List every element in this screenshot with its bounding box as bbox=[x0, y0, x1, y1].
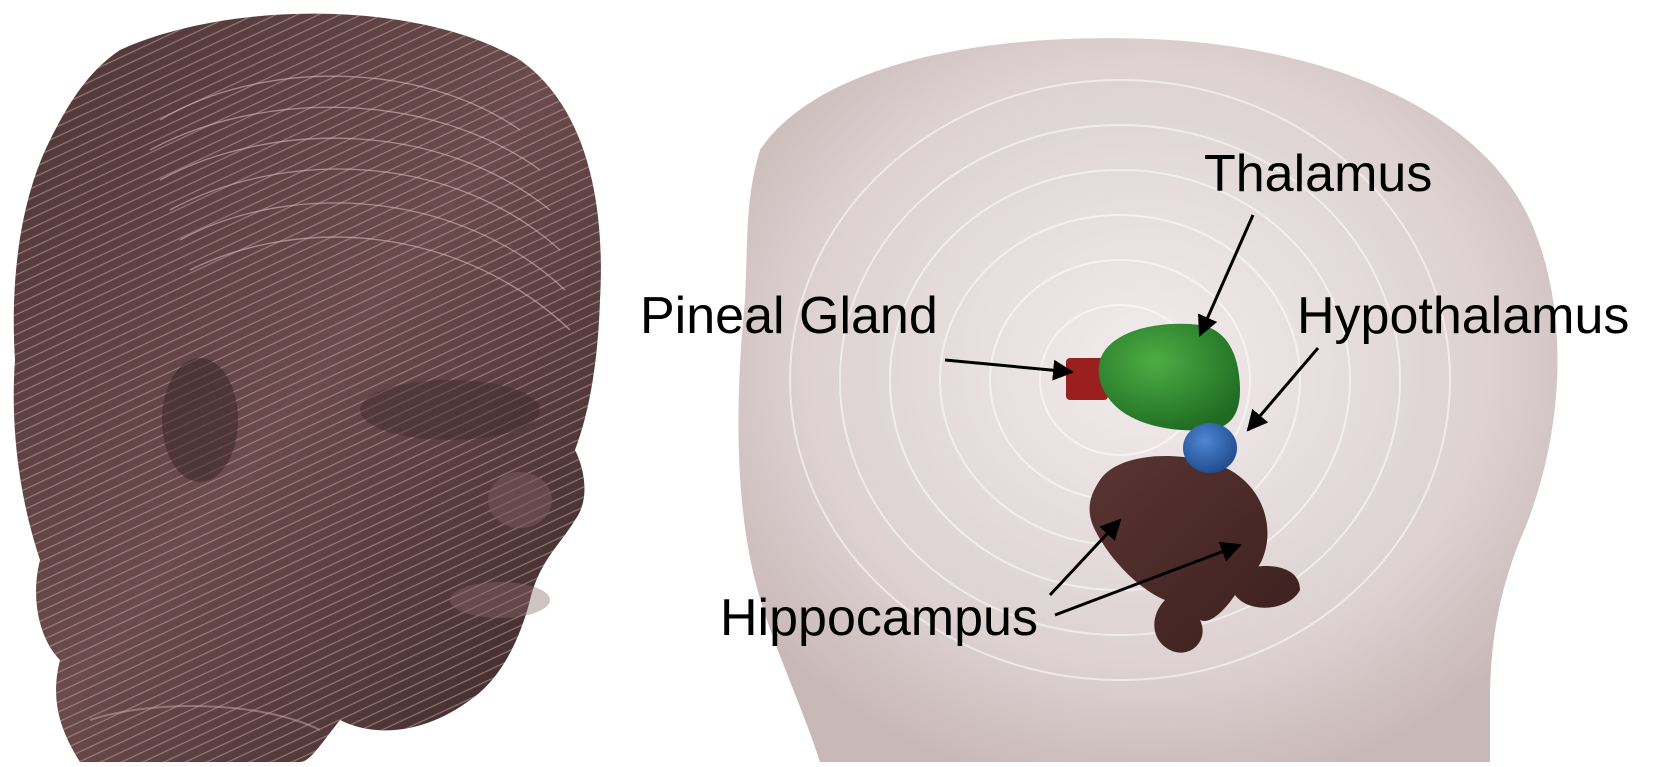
pineal-gland-label: Pineal Gland bbox=[640, 290, 938, 342]
thalamus-label: Thalamus bbox=[1204, 148, 1432, 200]
infant-head-model bbox=[14, 14, 601, 762]
hypothalamus-label: Hypothalamus bbox=[1297, 290, 1629, 342]
hypothalamus-structure bbox=[1183, 423, 1237, 473]
hippocampus-label: Hippocampus bbox=[720, 592, 1038, 644]
